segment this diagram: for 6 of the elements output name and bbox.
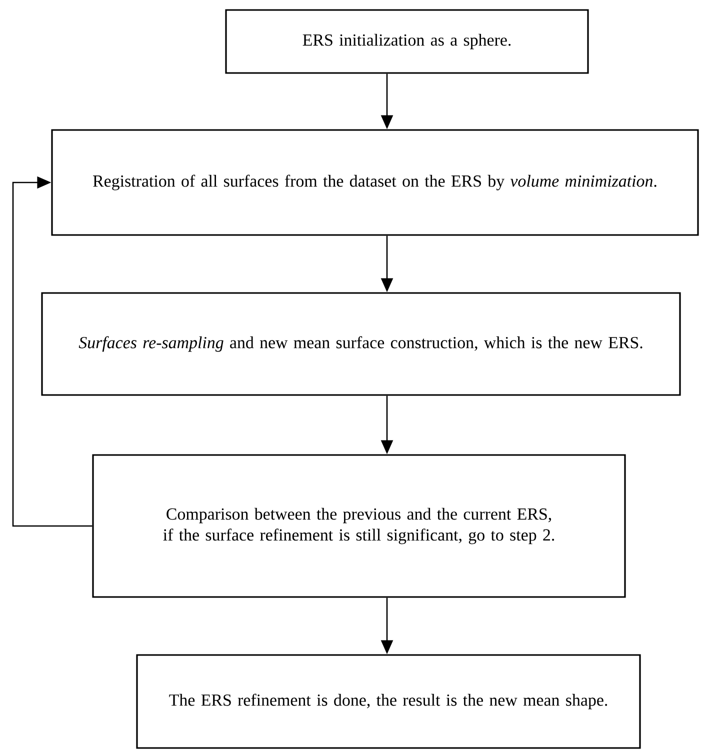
process-box: Comparison between the previous and the current ERS, if the surface refinement is still significant, go to step 2. bbox=[92, 454, 626, 598]
arrow bbox=[12, 176, 92, 527]
process-box: The ERS refinement is done, the result is the new mean shape. bbox=[136, 654, 641, 749]
process-box: ERS initialization as a sphere. bbox=[225, 9, 589, 74]
process-box: Registration of all surfaces from the dataset on the ERS by volume minimization. bbox=[51, 129, 699, 236]
process-box: Surfaces re-sampling and new mean surface construction, which is the new ERS. bbox=[41, 292, 681, 396]
